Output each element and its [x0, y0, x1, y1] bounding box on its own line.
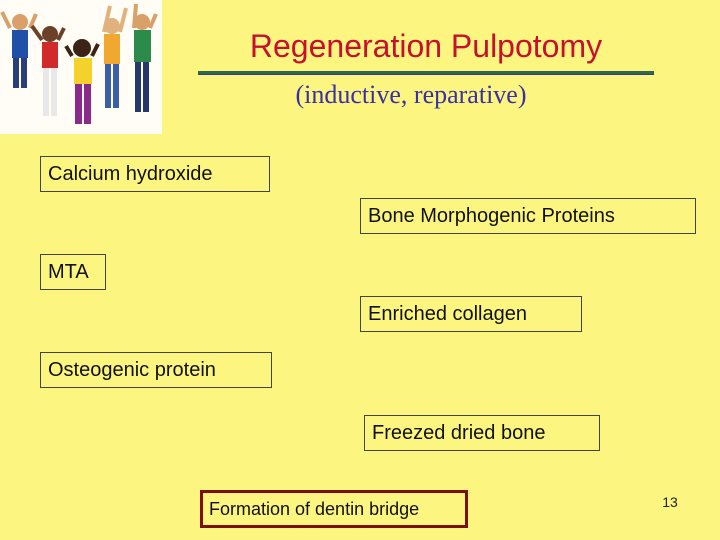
title-divider [198, 71, 654, 75]
material-box-bone-morphogenic-proteins: Bone Morphogenic Proteins [360, 198, 696, 234]
material-box-calcium-hydroxide: Calcium hydroxide [40, 156, 270, 192]
children-jumping-photo [0, 0, 162, 134]
page-number: 13 [662, 494, 678, 510]
slide-title: Regeneration Pulpotomy [249, 28, 603, 64]
result-box-dentin-bridge: Formation of dentin bridge [200, 490, 468, 528]
material-box-osteogenic-protein: Osteogenic protein [40, 352, 272, 388]
material-box-freezed-dried-bone: Freezed dried bone [364, 415, 600, 451]
slide-subtitle: (inductive, reparative) [295, 80, 527, 109]
material-box-mta: MTA [40, 254, 106, 290]
material-box-enriched-collagen: Enriched collagen [360, 296, 582, 332]
